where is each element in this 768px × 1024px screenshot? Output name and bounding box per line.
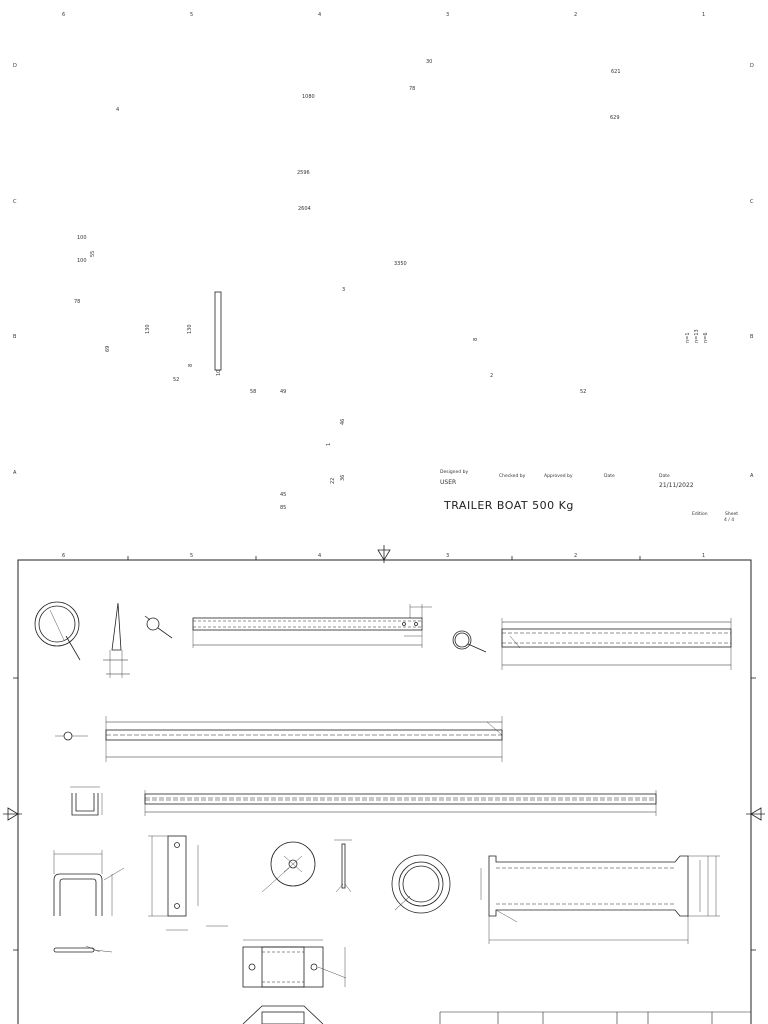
designed-by-value: USER	[440, 479, 457, 486]
col-label: 5	[190, 12, 194, 18]
dimension-label: 629	[610, 115, 620, 121]
ring-part-small	[144, 615, 173, 639]
col-label: 1	[702, 553, 706, 559]
row-label-right: B	[750, 334, 754, 340]
dimension-label: 100	[77, 235, 87, 241]
dimension-label: 1080	[302, 94, 315, 100]
hub-part	[480, 855, 720, 944]
sheet-number: 4 / 4	[724, 518, 735, 523]
dimension-label: 30	[426, 59, 433, 65]
wedge-part	[103, 602, 130, 678]
date-value: 21/11/2022	[659, 482, 694, 489]
dimension-label: 3	[342, 287, 346, 293]
row-label-right: C	[750, 199, 754, 205]
ring-part-large	[34, 601, 81, 661]
dimension-label: 52	[580, 389, 587, 395]
edition-label: Edition	[692, 512, 708, 517]
bottom-sheet-frame	[3, 545, 765, 1024]
flat-bar-part	[214, 291, 222, 371]
dimension-label: 4	[116, 107, 120, 113]
row-label-left: C	[13, 199, 17, 205]
rod-part	[334, 839, 352, 893]
dimension-label: 2596	[297, 170, 310, 176]
date-label: Date	[659, 474, 670, 479]
flange-part	[391, 854, 451, 914]
plate-part	[148, 835, 228, 931]
dimension-label: 85	[280, 505, 287, 511]
tube-part-1	[192, 604, 432, 648]
washer-part	[261, 841, 316, 893]
bottom-title-block	[439, 1011, 751, 1024]
col-label: 2	[574, 553, 578, 559]
col-label: 6	[62, 553, 66, 559]
col-label: 2	[574, 12, 578, 18]
row-label-left: D	[13, 63, 17, 69]
col-label: 4	[318, 553, 322, 559]
dimension-label: 45	[280, 492, 287, 498]
tube-section-part	[452, 630, 487, 653]
col-label: 5	[190, 553, 194, 559]
dimension-label: 2	[490, 373, 494, 379]
dimension-label: 621	[611, 69, 621, 75]
col-label: 6	[62, 12, 66, 18]
approved-by-label: Approved by	[544, 474, 573, 479]
checked-by-label: Checked by	[499, 474, 526, 479]
dimension-label: 58	[250, 389, 257, 395]
row-label-left: A	[13, 470, 17, 476]
u-bolt-part	[53, 850, 125, 916]
designed-by-label: Designed by	[440, 470, 469, 475]
tube-part-2	[501, 618, 732, 670]
bracket-part	[242, 939, 347, 1024]
sheet-label: Sheet	[725, 512, 739, 517]
channel-part	[70, 786, 657, 816]
dimension-label: 49	[280, 389, 287, 395]
col-label: 4	[318, 12, 322, 18]
dimension-label: 52	[173, 377, 180, 383]
row-label-right: A	[750, 473, 754, 479]
col-label: 3	[446, 12, 450, 18]
dimension-label: 2604	[298, 206, 311, 212]
dimension-label: 78	[409, 86, 416, 92]
drawing-title: TRAILER BOAT 500 Kg	[444, 499, 574, 512]
col-label: 3	[446, 553, 450, 559]
pin-part	[53, 945, 113, 953]
row-label-right: D	[750, 63, 754, 69]
dimension-label: 78	[74, 299, 81, 305]
dimension-label: 3350	[394, 261, 407, 267]
dimension-label: 100	[77, 258, 87, 264]
date-label: Date	[604, 474, 615, 479]
row-label-left: B	[13, 334, 17, 340]
col-label: 1	[702, 12, 706, 18]
profile-part-long	[55, 716, 503, 762]
